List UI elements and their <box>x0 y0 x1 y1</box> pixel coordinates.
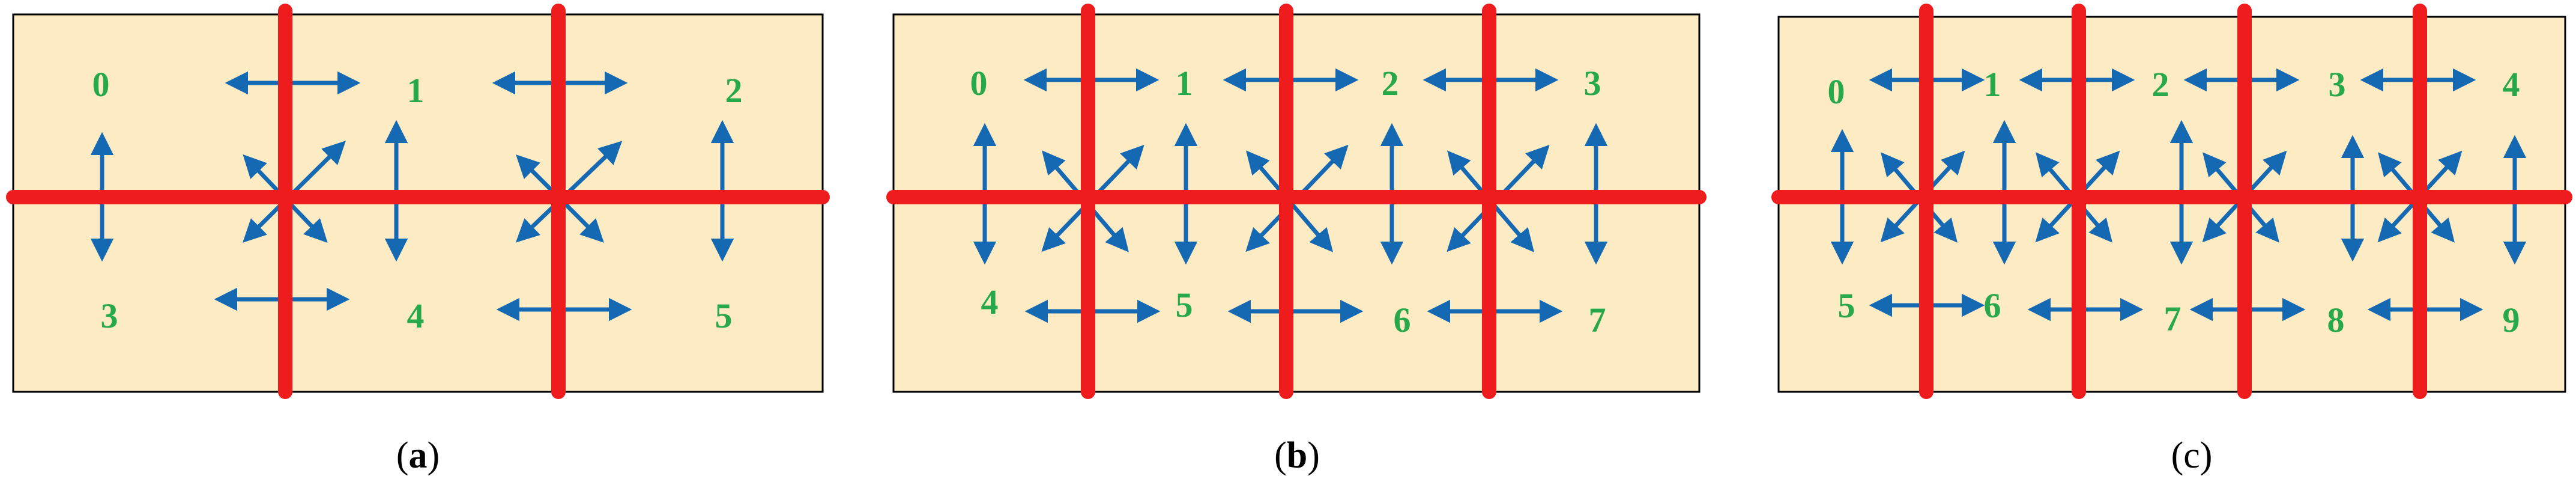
panel-c-dividers <box>1771 4 2572 399</box>
cell-number: 2 <box>2152 65 2169 104</box>
panel-c-cell-numbers: 0 1 2 3 4 5 6 7 8 9 <box>1828 65 2520 340</box>
panel-a-cell-numbers: 0 1 2 3 4 5 <box>92 65 743 335</box>
cell-number: 0 <box>92 65 110 104</box>
panel-b-dividers <box>886 4 1707 399</box>
panel-b: 0 1 2 3 4 5 6 7 <box>886 4 1707 476</box>
cell-number: 2 <box>725 71 743 110</box>
cell-number: 5 <box>1176 285 1193 325</box>
cell-number: 3 <box>1584 64 1601 103</box>
cell-number: 3 <box>2329 65 2346 104</box>
cell-number: 1 <box>407 71 425 110</box>
cell-number: 4 <box>407 296 425 335</box>
cell-number: 1 <box>1984 65 2001 104</box>
cell-number: 9 <box>2503 300 2520 340</box>
panel-c-caption: (c) <box>2171 435 2213 476</box>
cell-number: 3 <box>101 296 118 335</box>
cell-number: 6 <box>1984 286 2001 325</box>
cell-number: 2 <box>1382 64 1399 103</box>
cell-number: 7 <box>1589 300 1606 340</box>
cell-number: 0 <box>1828 72 1845 111</box>
cell-number: 5 <box>1838 286 1855 325</box>
cell-number: 6 <box>1394 300 1411 340</box>
cell-number: 8 <box>2327 300 2345 340</box>
cell-number: 4 <box>981 282 999 322</box>
panel-b-cell-numbers: 0 1 2 3 4 5 6 7 <box>970 64 1606 340</box>
panel-c: 0 1 2 3 4 5 6 7 8 9 <box>1771 4 2572 476</box>
panel-b-caption: (b) <box>1274 435 1320 476</box>
cell-number: 4 <box>2503 65 2520 104</box>
cell-number: 1 <box>1176 64 1193 103</box>
panel-a-dividers <box>6 4 830 399</box>
panel-a: 0 1 2 3 4 5 <box>6 4 830 476</box>
cell-number: 0 <box>970 64 988 103</box>
panel-a-caption: (a) <box>396 435 440 476</box>
cell-number: 7 <box>2164 299 2181 338</box>
cell-number: 5 <box>715 296 733 335</box>
